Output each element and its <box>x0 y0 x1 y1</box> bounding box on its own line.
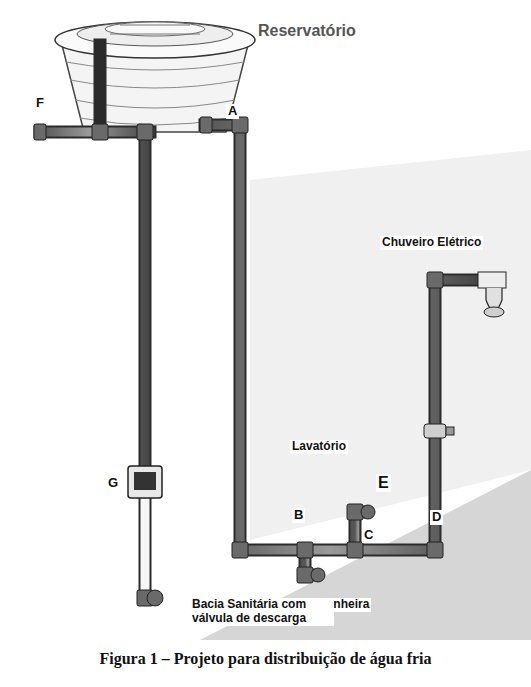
callout-letter: D <box>430 510 443 525</box>
part-label: Chuveiro Elétrico <box>380 236 483 250</box>
callout-letter: F <box>34 96 46 111</box>
callout-letter: G <box>106 476 120 491</box>
callout-letter: B <box>292 508 305 523</box>
callout-letter: E <box>376 474 391 492</box>
flush-valve <box>128 466 162 498</box>
figure-caption: Figura 1 – Projeto para distribuição de … <box>0 650 531 668</box>
callout-letter: C <box>362 528 375 543</box>
part-label: Reservatório <box>256 22 358 40</box>
callout-letter: A <box>226 104 239 119</box>
part-label: Bacia Sanitária com válvula de descarga <box>190 598 334 626</box>
part-label: Lavatório <box>290 440 348 454</box>
shower-valve <box>424 424 454 438</box>
wall <box>250 150 531 540</box>
electric-shower <box>478 272 506 317</box>
pipes <box>40 45 482 598</box>
reservoir <box>55 22 255 132</box>
fittings <box>34 117 443 606</box>
